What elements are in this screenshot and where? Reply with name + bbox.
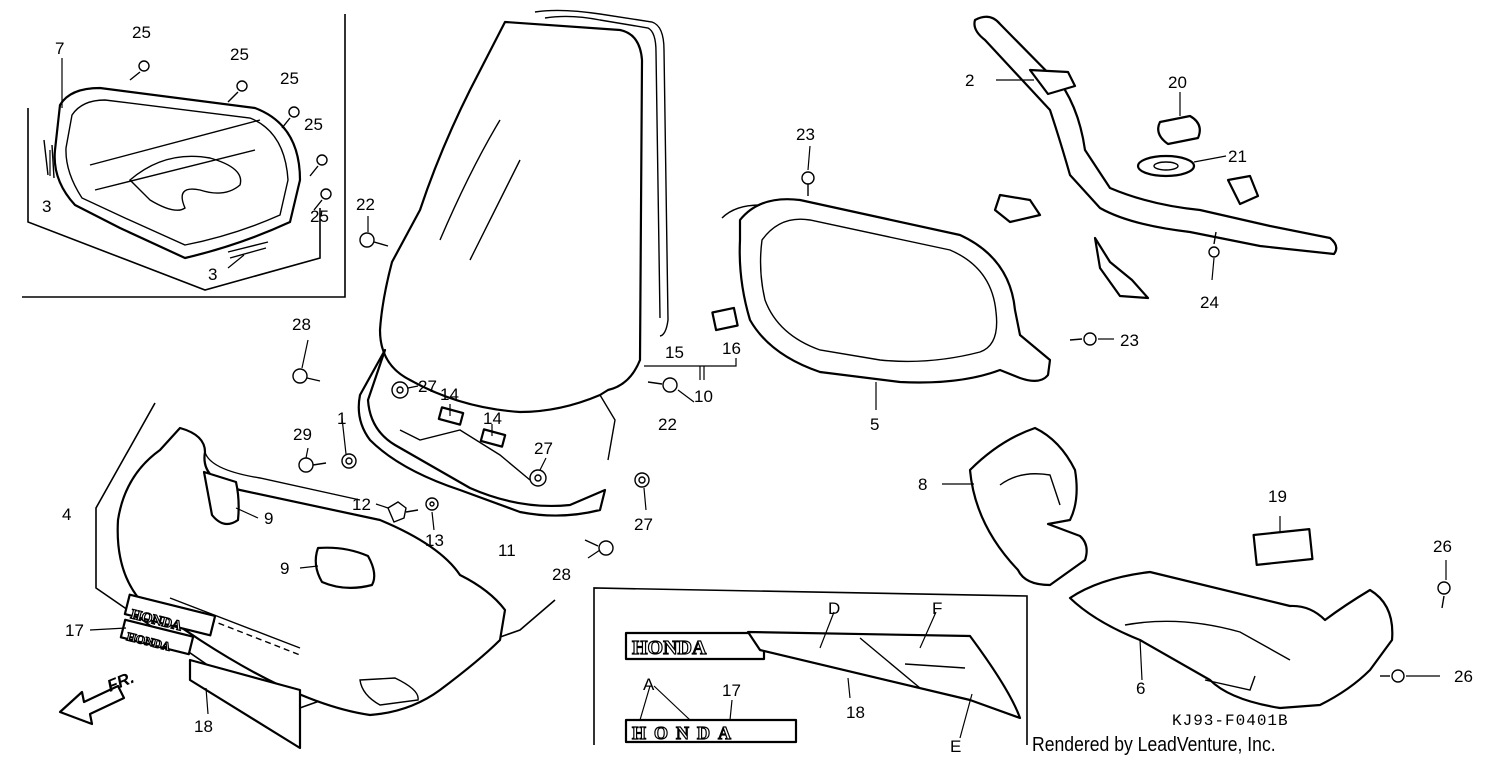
honda-emblem-text: HONDA [632, 637, 707, 659]
part-callout: E [950, 737, 961, 756]
inset-emblem-detail: HONDA HONDA [593, 587, 1028, 745]
part-callout: 16 [722, 339, 741, 358]
honda-emblem-front: HONDA HONDA [119, 593, 302, 750]
part-callout: 25 [310, 207, 329, 226]
part-callout: 13 [425, 531, 444, 550]
part-callout: 26 [1433, 537, 1452, 556]
inner-cover [721, 171, 1097, 384]
part-callout: 14 [483, 409, 502, 428]
part-callout: 9 [264, 509, 273, 528]
part-callout: 10 [694, 387, 713, 406]
part-callout: 9 [280, 559, 289, 578]
part-callout: 25 [230, 45, 249, 64]
part-callout: 5 [870, 415, 879, 434]
part-callout: 3 [208, 265, 217, 284]
inset-meter-panel [22, 14, 346, 298]
part-callout: 28 [292, 315, 311, 334]
part-callout: FR. [104, 668, 137, 696]
inner-stay [292, 232, 678, 556]
lower-covers [968, 426, 1451, 710]
part-callout: 18 [194, 717, 213, 736]
part-callout: 29 [293, 425, 312, 444]
part-callout: 21 [1228, 147, 1247, 166]
part-callout: 2 [965, 71, 974, 90]
handlebar-assembly [973, 15, 1338, 300]
part-callout: 4 [62, 505, 71, 524]
part-callout: 23 [1120, 331, 1139, 350]
part-callout: 17 [65, 621, 84, 640]
render-credit: Rendered by LeadVenture, Inc. [1032, 734, 1276, 756]
part-callout: 28 [552, 565, 571, 584]
callouts: 1 2 3 3 4 5 6 7 8 9 9 10 11 12 13 14 14 … [42, 23, 1473, 756]
part-callout: 1 [337, 409, 346, 428]
part-callout: 27 [634, 515, 653, 534]
front-direction-arrow: FR. [58, 668, 137, 726]
front-cover [95, 402, 556, 717]
part-callout: 26 [1454, 667, 1473, 686]
honda-emblem-text: HONDA [632, 723, 739, 743]
part-callout: 12 [352, 495, 371, 514]
part-callout: 11 [498, 541, 516, 560]
part-callout: 23 [796, 125, 815, 144]
windscreen-assembly [378, 9, 739, 461]
part-callout: 6 [1136, 679, 1145, 698]
part-callout: 18 [846, 703, 865, 722]
part-callout: 15 [665, 343, 684, 362]
part-callout: F [932, 599, 942, 618]
part-callout: 22 [356, 195, 375, 214]
part-callout: 14 [440, 385, 459, 404]
part-callout: A [643, 675, 655, 694]
part-callout: 20 [1168, 73, 1187, 92]
part-callout: 22 [658, 415, 677, 434]
part-callout: 25 [304, 115, 323, 134]
part-callout: 3 [42, 197, 51, 216]
drawing-code: KJ93-F0401B [1172, 712, 1289, 730]
part-callout: 7 [55, 39, 64, 58]
part-callout: D [828, 599, 840, 618]
leader-lines [49, 79, 1447, 739]
part-callout: 24 [1200, 293, 1219, 312]
part-callout: 27 [534, 439, 553, 458]
part-callout: 17 [722, 681, 741, 700]
part-callout: 27 [418, 377, 437, 396]
part-callout: 8 [918, 475, 927, 494]
part-callout: 25 [132, 23, 151, 42]
part-callout: 25 [280, 69, 299, 88]
part-callout: 19 [1268, 487, 1287, 506]
